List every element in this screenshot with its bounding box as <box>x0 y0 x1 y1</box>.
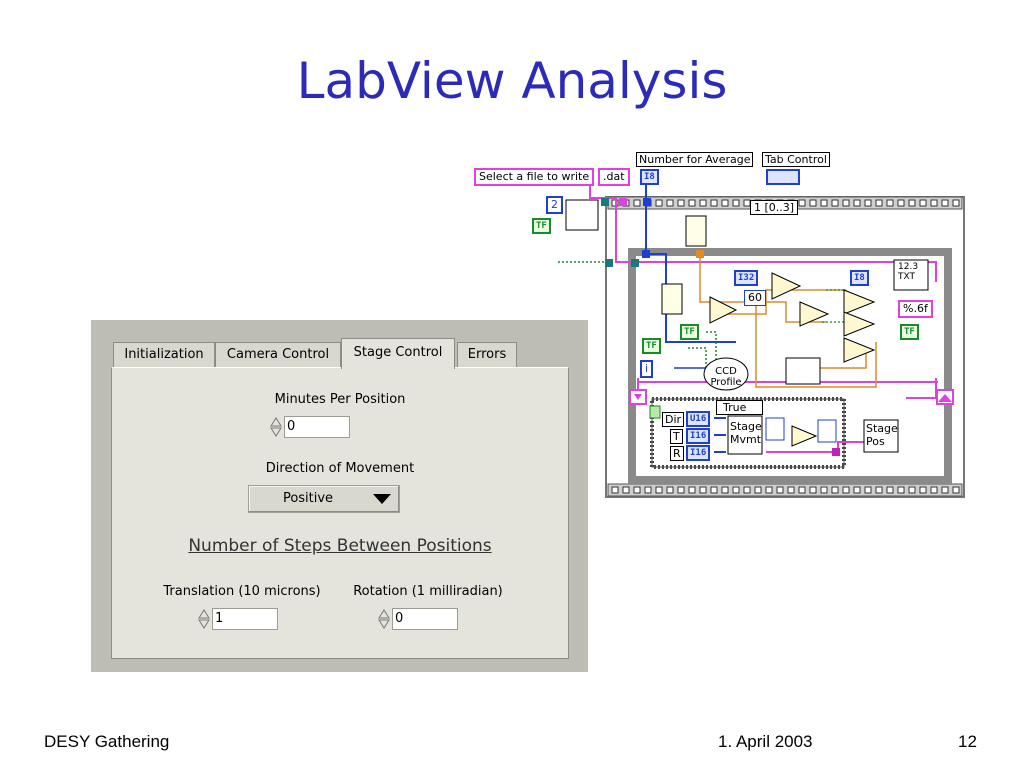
r-label: R <box>670 446 684 461</box>
t-label: T <box>670 429 683 444</box>
tab-errors[interactable]: Errors <box>457 342 517 367</box>
footer-date: 1. April 2003 <box>718 732 813 751</box>
rotation-input[interactable]: 0 <box>392 608 458 630</box>
stage-pos-subvi: Stage Pos <box>866 422 898 448</box>
ccd-profile-subvi: CCD Profile <box>710 366 742 388</box>
case-selector: True <box>716 400 764 415</box>
tab-control-terminal <box>766 169 800 185</box>
translation-input[interactable]: 1 <box>212 608 278 630</box>
dir-label: Dir <box>662 412 685 427</box>
stage-mvmt-subvi: Stage Mvmt <box>730 420 762 446</box>
tf-terminal-b: TF <box>642 338 661 354</box>
labview-front-panel: Initialization Camera Control Stage Cont… <box>91 320 588 672</box>
minutes-per-position-input[interactable]: 0 <box>284 416 350 438</box>
number-for-average-terminal: I8 <box>640 169 659 185</box>
sequence-frame-selector: 1 [0..3] <box>750 200 799 215</box>
tf-terminal-right: TF <box>900 324 919 340</box>
tab-control-label: Tab Control <box>762 152 830 167</box>
i8-terminal-right: I8 <box>850 270 869 286</box>
rotation-label: Rotation (1 milliradian) <box>353 584 503 599</box>
r-terminal: I16 <box>686 445 711 461</box>
number-for-average-label: Number for Average <box>636 152 754 167</box>
translation-label: Translation (10 microns) <box>163 584 321 599</box>
minutes-per-position-control: 0 <box>270 416 350 438</box>
loop-index-terminal: i <box>640 360 654 378</box>
dir-terminal: U16 <box>686 411 711 427</box>
stage-control-page: Minutes Per Position 0 Direction of Move… <box>111 367 569 659</box>
labview-block-diagram: Select a file to write .dat Number for A… <box>466 142 974 502</box>
dropdown-arrow-icon[interactable] <box>373 494 391 504</box>
block-diagram-wires <box>558 176 965 498</box>
format-string-constant: %.6f <box>898 300 933 318</box>
minutes-per-position-label: Minutes Per Position <box>274 392 406 407</box>
translation-control: 1 <box>198 608 288 630</box>
direction-of-movement-label: Direction of Movement <box>265 461 415 476</box>
i32-terminal: I32 <box>734 270 759 286</box>
constant-sixty: 60 <box>744 290 766 306</box>
tab-camera-control[interactable]: Camera Control <box>215 342 341 367</box>
footer-left: DESY Gathering <box>44 732 170 751</box>
rotation-spinner-icon[interactable] <box>378 608 390 630</box>
rotation-control: 0 <box>378 608 468 630</box>
extension-constant: .dat <box>598 168 630 186</box>
slide-number: 12 <box>958 732 977 751</box>
tab-initialization[interactable]: Initialization <box>113 342 215 367</box>
minutes-spinner-icon[interactable] <box>270 416 282 438</box>
steps-between-positions-heading: Number of Steps Between Positions <box>188 536 492 556</box>
t-terminal: I16 <box>686 428 711 444</box>
tab-stage-control[interactable]: Stage Control <box>341 338 455 369</box>
tf-terminal-a: TF <box>680 324 699 340</box>
translation-spinner-icon[interactable] <box>198 608 210 630</box>
constant-two: 2 <box>546 196 563 214</box>
direction-value: Positive <box>282 491 334 506</box>
slide-title: LabView Analysis <box>296 52 728 110</box>
tf-constant: TF <box>532 218 551 234</box>
direction-of-movement-ring[interactable]: Positive <box>248 485 400 513</box>
file-prompt-constant: Select a file to write <box>474 168 595 186</box>
file-icon-label: 12.3 TXT <box>898 262 919 282</box>
